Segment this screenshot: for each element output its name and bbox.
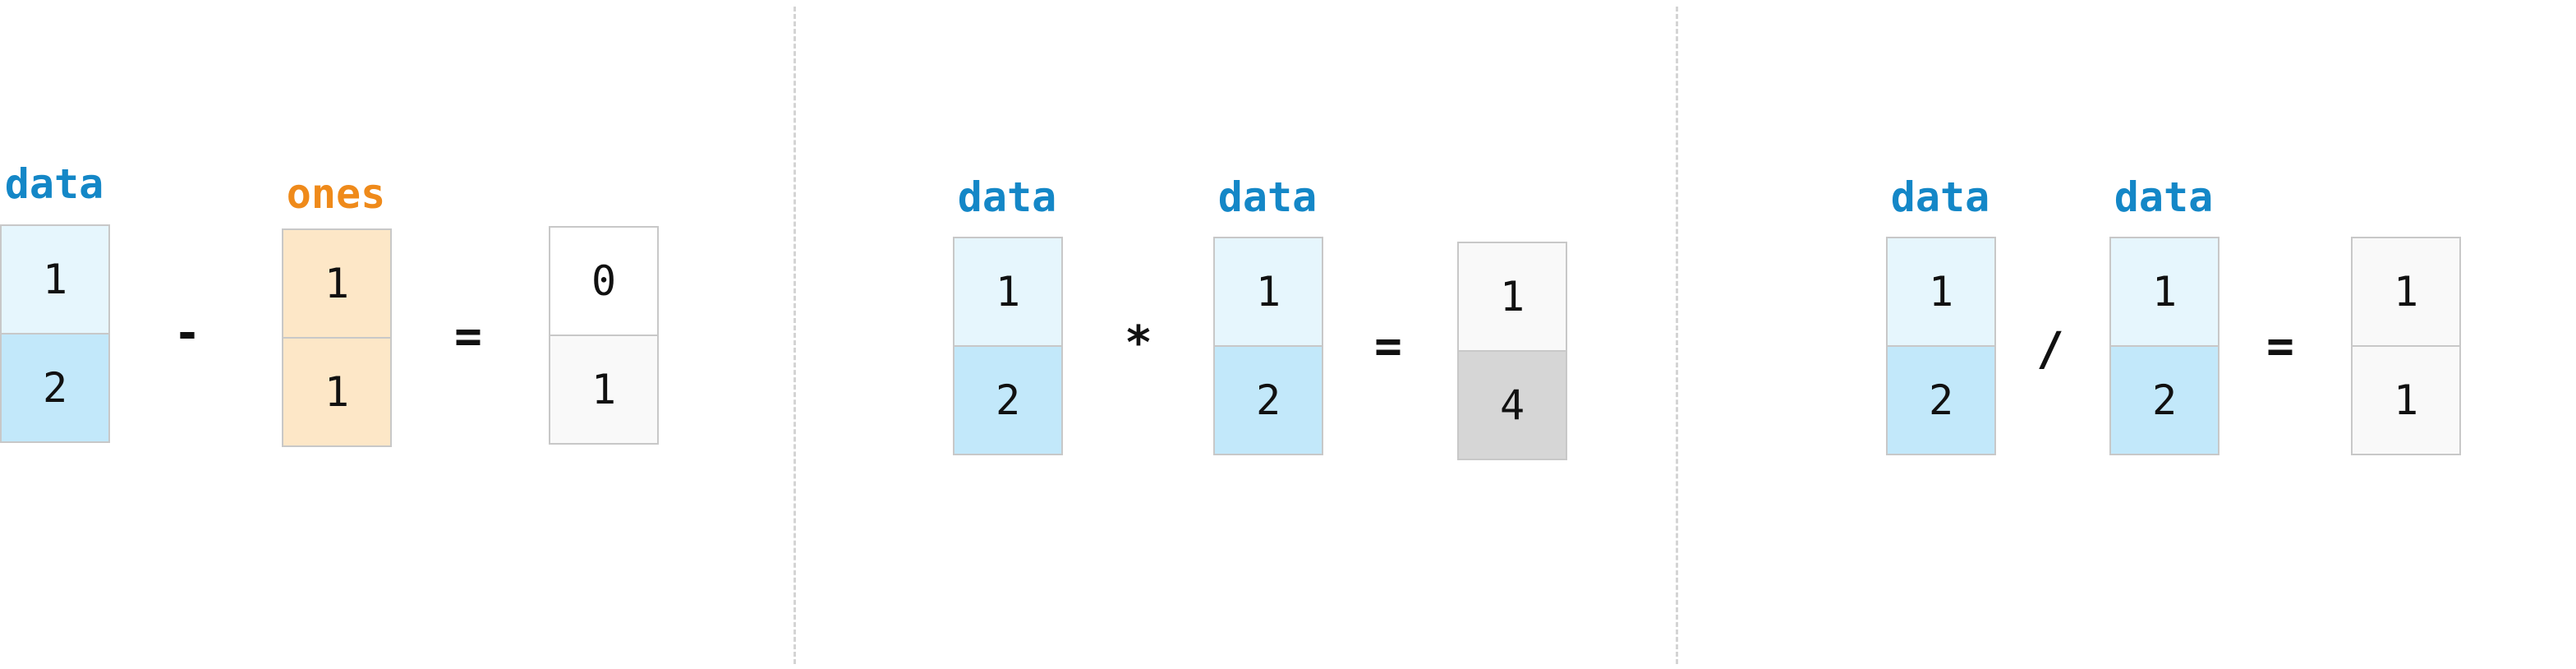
- right-operand-label: ones: [286, 170, 386, 218]
- right-operand-matrix: 1 1: [282, 228, 392, 447]
- left-operand-label: data: [957, 173, 1057, 221]
- left-operand-label: data: [4, 160, 104, 208]
- matrix-cell: 4: [1459, 350, 1566, 459]
- right-operand-matrix: 1 2: [1213, 237, 1323, 455]
- matrix-cell: 1: [2111, 238, 2218, 345]
- left-operand-label: data: [1890, 173, 1990, 221]
- matrix-cell: 1: [1459, 243, 1566, 350]
- matrix-cell: 1: [283, 230, 390, 337]
- right-operand-label: data: [1217, 173, 1318, 221]
- left-operand-matrix: 1 2: [1886, 237, 1996, 455]
- matrix-cell: 1: [2353, 238, 2459, 345]
- divide-operator: /: [2036, 323, 2064, 376]
- multiply-operator: *: [1125, 316, 1152, 370]
- result-matrix: 1 1: [2351, 237, 2461, 455]
- matrix-cell: 2: [2, 333, 108, 441]
- panel-divider-2: [1676, 7, 1678, 664]
- left-operand-matrix: 1 2: [0, 224, 110, 443]
- matrix-cell: 2: [1215, 345, 1322, 454]
- equals-sign: =: [2266, 320, 2294, 373]
- matrix-cell: 1: [550, 334, 657, 443]
- right-operand-matrix: 1 2: [2109, 237, 2220, 455]
- subtraction-panel: data 1 2 - ones 1 1 = 0 1: [0, 0, 789, 669]
- result-matrix: 1 4: [1457, 242, 1567, 460]
- left-operand-matrix: 1 2: [953, 237, 1063, 455]
- matrix-cell: 1: [2353, 345, 2459, 454]
- matrix-cell: 2: [2111, 345, 2218, 454]
- right-operand-label: data: [2114, 173, 2214, 221]
- matrix-cell: 1: [954, 238, 1061, 345]
- division-panel: data 1 2 / data 1 2 = 1 1: [1681, 0, 2576, 669]
- matrix-cell: 1: [1215, 238, 1322, 345]
- minus-operator: -: [173, 307, 201, 360]
- matrix-cell: 0: [550, 228, 657, 334]
- matrix-cell: 1: [2, 226, 108, 333]
- equals-sign: =: [454, 310, 482, 363]
- matrix-cell: 2: [954, 345, 1061, 454]
- matrix-cell: 1: [1888, 238, 1994, 345]
- matrix-cell: 2: [1888, 345, 1994, 454]
- panel-divider-1: [794, 7, 796, 664]
- equals-sign: =: [1374, 320, 1402, 373]
- multiplication-panel: data 1 2 * data 1 2 = 1 4: [798, 0, 1674, 669]
- matrix-cell: 1: [283, 337, 390, 445]
- result-matrix: 0 1: [549, 226, 659, 445]
